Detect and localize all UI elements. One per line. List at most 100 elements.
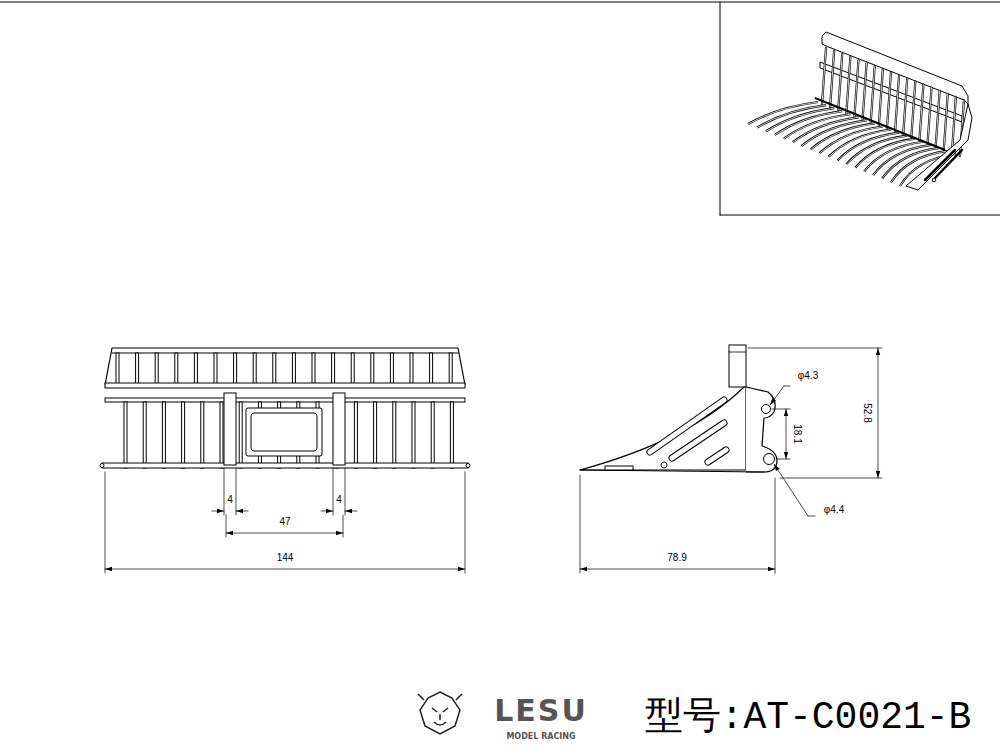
- upper-bar: [292, 353, 295, 384]
- dimension-line: [786, 409, 787, 459]
- back-bar: [838, 54, 842, 110]
- back-bar: [879, 69, 883, 125]
- upper-bar: [332, 353, 335, 384]
- lower-tine: [239, 402, 242, 468]
- mount-frame: [246, 408, 322, 456]
- mount-window: [251, 413, 317, 451]
- extension-line: [776, 459, 790, 460]
- back-bar: [936, 91, 940, 147]
- lower-tine: [354, 402, 357, 468]
- back-bar: [854, 60, 858, 116]
- dimension-arrowhead: [217, 509, 224, 513]
- back-bar: [830, 51, 834, 107]
- dimension-text: 52.8: [862, 403, 872, 422]
- bar-end: [100, 464, 104, 468]
- extension-line: [775, 478, 776, 573]
- dimension-arrowhead: [226, 531, 233, 535]
- mount-post: [729, 345, 746, 387]
- back-bar: [871, 66, 875, 122]
- lower-pin-hole: [764, 454, 775, 465]
- extension-line: [580, 475, 581, 573]
- dimension-arrowhead: [770, 398, 776, 405]
- extension-line: [465, 472, 466, 573]
- back-bar: [919, 85, 923, 141]
- back-bar: [944, 94, 948, 150]
- dimension-arrowhead: [326, 509, 333, 513]
- lower-tine: [393, 402, 396, 468]
- side-plate: [906, 104, 972, 190]
- dimension-arrowhead: [784, 452, 788, 459]
- extension-line: [333, 468, 334, 515]
- dimension-text: 144: [277, 553, 294, 563]
- back-bar: [846, 57, 850, 113]
- upper-bar: [390, 353, 393, 384]
- upper-bar: [430, 353, 433, 384]
- back-bar: [887, 72, 891, 128]
- dimension-arrowhead: [458, 567, 465, 571]
- upper-bar: [273, 353, 276, 384]
- upper-bar: [410, 353, 413, 384]
- back-bar: [838, 54, 842, 110]
- tip-slot: [605, 466, 633, 470]
- leader-line: [774, 464, 808, 516]
- dimension-arrowhead: [784, 409, 788, 416]
- back-bar: [911, 82, 915, 138]
- side-slot: [935, 150, 962, 178]
- mount-plate: [333, 393, 345, 465]
- sheet-border: [0, 1, 1000, 2]
- lower-tine: [162, 402, 165, 468]
- dimension-arrowhead: [345, 509, 352, 513]
- back-bar: [911, 82, 915, 138]
- lion-logo: [420, 692, 460, 734]
- back-bar: [903, 79, 907, 135]
- back-bar: [895, 76, 899, 132]
- brand-name: LESU: [494, 696, 588, 726]
- leader-line: [770, 386, 784, 405]
- upper-bar: [312, 353, 315, 384]
- lion-logo: [418, 694, 462, 725]
- dimension-text: 47: [279, 517, 290, 527]
- upper-bar: [449, 353, 452, 384]
- back-bar: [944, 94, 948, 150]
- back-bar: [822, 48, 826, 104]
- leader-line: [784, 386, 790, 387]
- upper-bar: [253, 353, 256, 384]
- extension-line: [343, 515, 344, 537]
- dimension-arrowhead: [768, 567, 775, 571]
- dimension-text: 18.1: [792, 424, 802, 443]
- inset-frame: [720, 2, 721, 215]
- lower-tine: [374, 402, 377, 468]
- upper-bar: [136, 353, 139, 384]
- back-bar: [863, 63, 867, 119]
- lower-tine: [182, 402, 185, 468]
- dimension-line: [878, 348, 879, 478]
- back-bar: [887, 72, 891, 128]
- dimension-line: [105, 569, 465, 570]
- back-bar: [863, 63, 867, 119]
- extension-line: [772, 409, 790, 410]
- leader-line: [808, 516, 815, 517]
- back-bar: [936, 91, 940, 147]
- upper-bar: [234, 353, 237, 384]
- bar-end: [466, 464, 470, 468]
- upper-bar: [351, 353, 354, 384]
- upper-bar: [116, 353, 119, 384]
- dimension-arrowhead: [105, 567, 112, 571]
- lower-tine: [201, 402, 204, 468]
- cross-bar: [105, 398, 465, 402]
- lower-tine: [431, 402, 434, 468]
- slot-inner: [708, 450, 726, 462]
- inset-frame: [720, 215, 1000, 216]
- extension-line: [105, 472, 106, 573]
- extension-line: [748, 348, 882, 349]
- dimension-line: [226, 533, 343, 534]
- dimension-line: [580, 569, 775, 570]
- extension-line: [780, 478, 882, 479]
- top-frame: [105, 348, 465, 385]
- upper-pin-hole: [762, 405, 771, 414]
- hook-plate: [746, 387, 777, 472]
- cross-bar: [105, 383, 465, 388]
- lower-tine: [124, 402, 127, 468]
